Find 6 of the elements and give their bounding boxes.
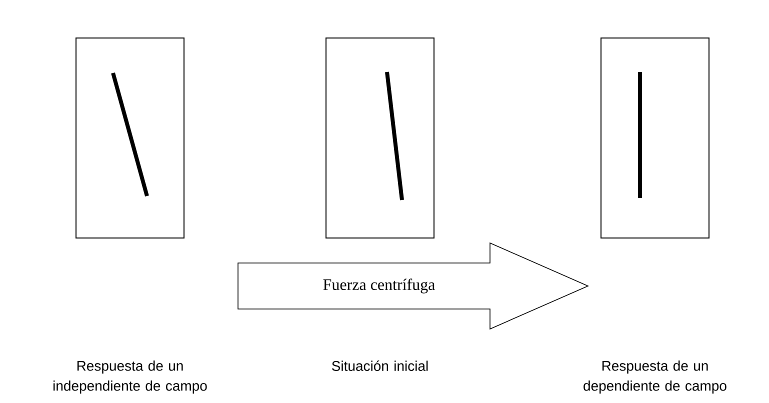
caption: Situación inicial	[332, 360, 428, 371]
card-frame	[76, 38, 184, 238]
card-frame	[326, 38, 434, 238]
card-frame	[600, 38, 710, 238]
caption: Respuesta de un independiente de campo	[54, 360, 207, 394]
caption: Respuesta de un dependiente de campo	[584, 360, 726, 394]
